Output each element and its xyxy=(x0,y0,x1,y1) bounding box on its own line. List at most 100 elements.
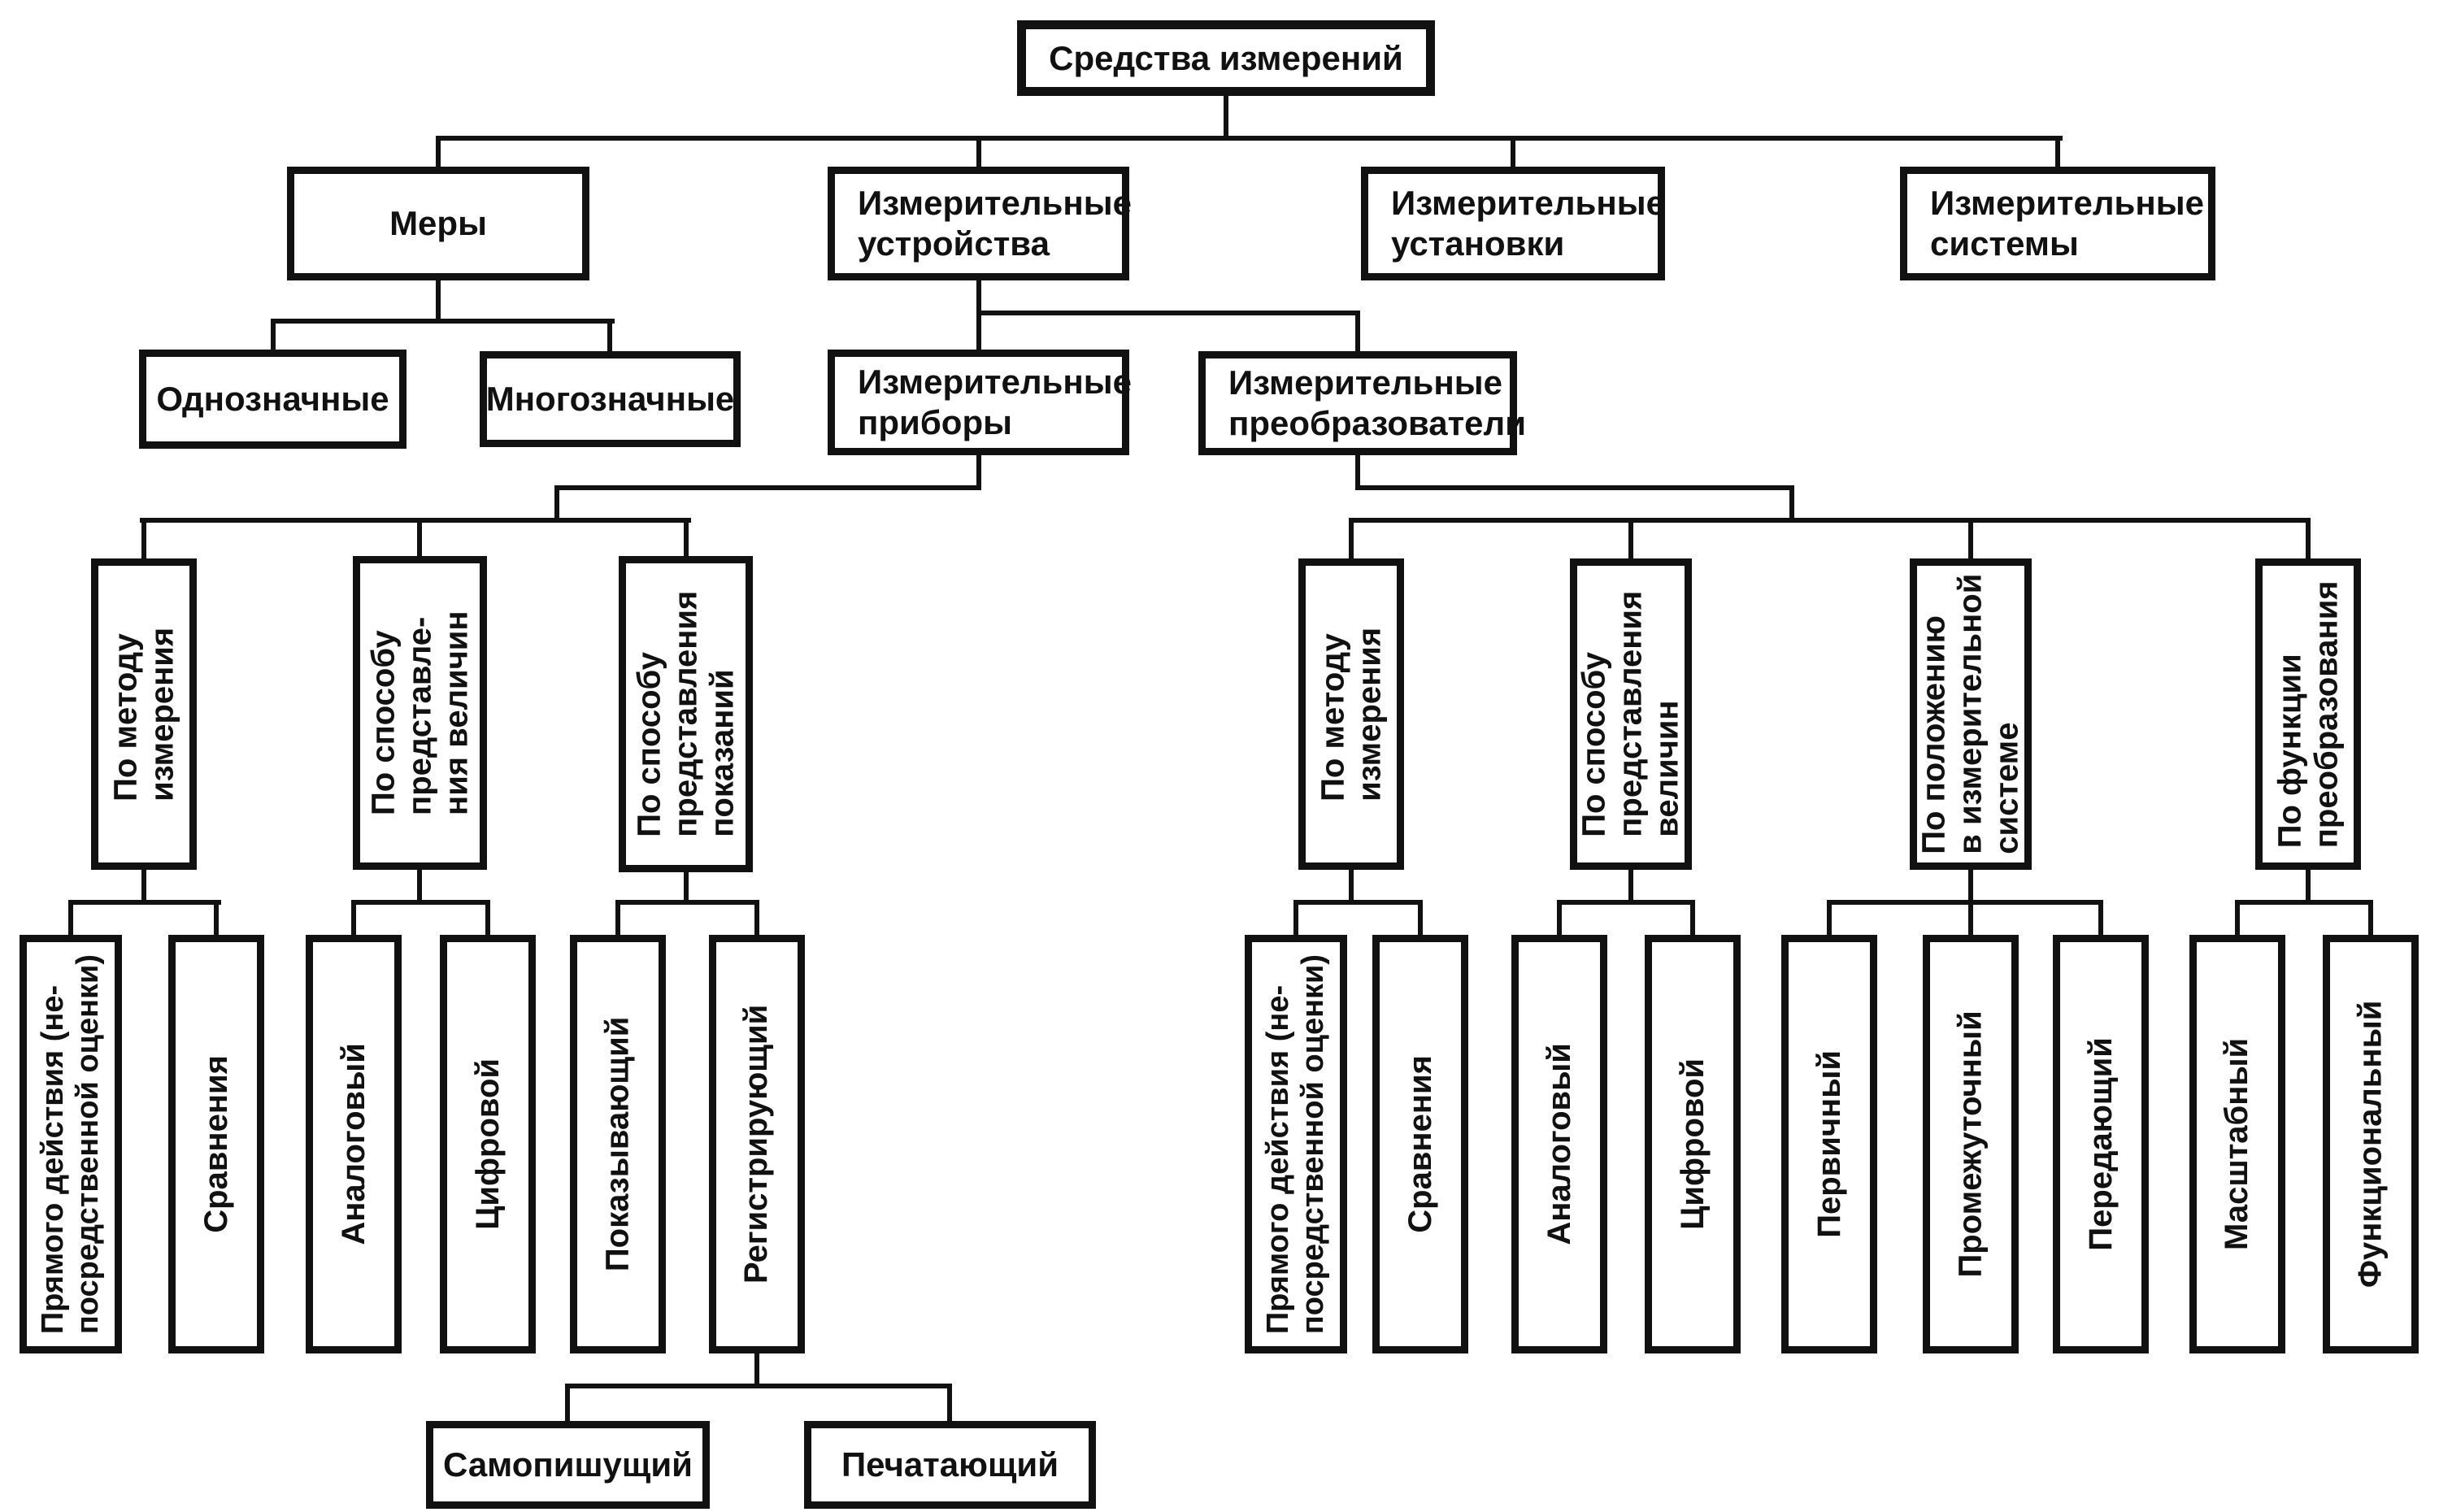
edge-leaf-r3 xyxy=(1557,900,1562,935)
edge-cat-r4-bus xyxy=(2235,900,2373,905)
node-cat-left-po-metodu-izmereniya: По методу измерения xyxy=(91,558,197,870)
edge-to-preobrazovateli xyxy=(1355,311,1360,351)
edge-level1-bus xyxy=(436,136,2063,141)
edge-cat-r3-bus xyxy=(1827,900,2103,905)
node-label: По способу представления величин xyxy=(1576,590,1685,838)
node-leaf-left-analogovyy: Аналоговый xyxy=(306,935,402,1353)
edge-root-drop xyxy=(1224,94,1228,141)
edge-leaf-r1 xyxy=(1293,900,1298,935)
node-leaf-right-pervichnyy: Первичный xyxy=(1781,935,1877,1353)
edge-cat-r2-bus xyxy=(1557,900,1695,905)
node-leaf-right-funkcionalnyy: Функциональный xyxy=(2323,935,2419,1353)
edge-to-cat-r2 xyxy=(1628,518,1633,558)
edge-preobr-bus-a xyxy=(1355,485,1794,490)
edge-leaf-r6 xyxy=(1968,900,1973,935)
edge-preobr-drop xyxy=(1355,455,1360,490)
node-label: Цифровой xyxy=(1674,1058,1711,1230)
node-label: По положению в измерительной системе xyxy=(1915,573,2025,855)
node-label: Сравнения xyxy=(1402,1055,1438,1233)
node-sredstva-izmereniy: Средства измерений xyxy=(1017,20,1435,96)
edge-ustroystva-drop xyxy=(976,280,981,351)
edge-cat-l1-bus xyxy=(68,900,221,905)
node-leaf-left-pokazyvayushchiy: Показывающий xyxy=(570,935,666,1353)
node-label: Аналоговый xyxy=(335,1043,372,1245)
edge-leaf-r9 xyxy=(2368,900,2373,935)
node-label: Измерительные установки xyxy=(1391,184,1665,263)
node-label: Функциональный xyxy=(2352,1000,2389,1288)
node-label: Меры xyxy=(389,204,487,243)
node-label: Прямого действия (не- посредственной оце… xyxy=(36,954,106,1335)
node-leaf-right-cifrovoy: Цифровой xyxy=(1645,935,1741,1353)
edge-pribory-jog xyxy=(554,485,559,523)
node-label: Промежуточный xyxy=(1952,1010,1989,1278)
node-label: По методу измерения xyxy=(107,627,180,802)
node-label: Аналоговый xyxy=(1541,1043,1577,1245)
node-label: Масштабный xyxy=(2219,1037,2255,1251)
edge-mery-drop xyxy=(436,280,441,324)
edge-pribory-bus-a xyxy=(554,485,981,490)
edge-leaf-r4 xyxy=(1690,900,1695,935)
edge-mery-bus xyxy=(271,319,615,324)
node-label: Измерительные системы xyxy=(1930,184,2204,263)
node-label: Измерительные преобразователи xyxy=(1228,363,1527,442)
node-label: Печатающий xyxy=(841,1445,1059,1484)
node-cat-right-po-metodu-izmereniya: По методу измерения xyxy=(1298,558,1404,870)
edge-leaf-l1 xyxy=(68,900,73,935)
edge-to-sistemy xyxy=(2055,136,2060,168)
edge-to-samopishushchiy xyxy=(565,1384,570,1421)
node-label: Средства измерений xyxy=(1049,38,1403,77)
edge-cat-l2-drop xyxy=(417,869,422,905)
edge-leaf-r8 xyxy=(2235,900,2240,935)
edge-pribory-drop xyxy=(976,455,981,490)
node-izmeritelnye-ustroystva: Измерительные устройства xyxy=(828,167,1132,280)
edge-leaf-r5 xyxy=(1827,900,1832,935)
edge-pribory-bus-b xyxy=(140,518,691,523)
node-pechatayushchiy: Печатающий xyxy=(804,1421,1096,1509)
node-label: Показывающий xyxy=(599,1016,636,1272)
node-leaf-left-registriruyushchiy: Регистрирующий xyxy=(709,935,805,1353)
node-cat-right-po-funkcii-preobrazovaniya: По функции преобразования xyxy=(2255,558,2361,870)
node-label: Однозначные xyxy=(156,380,389,419)
node-label: Самопишущий xyxy=(442,1445,693,1484)
edge-leaf-l2 xyxy=(214,900,219,935)
node-label: По способу представле- ния величин xyxy=(365,610,474,815)
edge-registr-bus xyxy=(565,1384,952,1388)
node-cat-left-po-sposobu-predstavleniya-pokazaniy: По способу представления показаний xyxy=(619,556,753,872)
node-leaf-right-analogovyy: Аналоговый xyxy=(1511,935,1607,1353)
edge-cat-l1-drop xyxy=(141,870,146,905)
node-leaf-right-promezhutochnyy: Промежуточный xyxy=(1923,935,2019,1353)
edge-to-pechatayushchiy xyxy=(947,1384,952,1421)
edge-cat-r1-drop xyxy=(1349,870,1354,905)
node-izmeritelnye-pribory: Измерительные приборы xyxy=(828,350,1132,455)
node-label: Измерительные приборы xyxy=(858,363,1132,441)
node-label: Измерительные устройства xyxy=(858,184,1132,263)
edge-leaf-l3 xyxy=(351,900,356,935)
edge-leaf-l5 xyxy=(615,900,620,935)
edge-leaf-l6 xyxy=(754,900,759,935)
node-label: Регистрирующий xyxy=(738,1004,775,1284)
node-label: Первичный xyxy=(1811,1050,1847,1238)
edge-cat-r3-drop xyxy=(1968,870,1973,905)
node-cat-right-po-polozheniyu-v-izmeritelnoy-sisteme: По положению в измерительной системе xyxy=(1910,558,2032,870)
node-label: Передающий xyxy=(2082,1037,2119,1251)
edge-to-mnogoznachnye xyxy=(607,319,612,351)
node-label: По методу измерения xyxy=(1315,627,1387,802)
node-izmeritelnye-preobrazovateli: Измерительные преобразователи xyxy=(1198,351,1526,455)
node-leaf-left-pryamogo-deystviya: Прямого действия (не- посредственной оце… xyxy=(20,935,122,1353)
edge-registr-drop xyxy=(754,1353,759,1388)
node-mery: Меры xyxy=(287,167,589,280)
edge-cat-r1-bus xyxy=(1293,900,1423,905)
edge-preobr-bus-b xyxy=(1349,518,2311,523)
edge-to-cat-r3 xyxy=(1968,518,1973,558)
node-cat-left-po-sposobu-predstavleniya-velichin: По способу представле- ния величин xyxy=(353,556,487,870)
edge-to-cat-r1 xyxy=(1349,518,1354,558)
edge-to-ustanovki xyxy=(1511,136,1515,168)
node-leaf-left-sravneniya: Сравнения xyxy=(168,935,264,1353)
node-label: Сравнения xyxy=(198,1055,234,1233)
edge-to-mery xyxy=(436,136,441,168)
edge-to-cat-l2 xyxy=(417,518,422,558)
node-label: Прямого действия (не- посредственной оце… xyxy=(1261,954,1331,1335)
edge-cat-l3-drop xyxy=(684,870,689,905)
node-label: По функции преобразования xyxy=(2272,580,2344,848)
node-leaf-left-cifrovoy: Цифровой xyxy=(440,935,536,1353)
